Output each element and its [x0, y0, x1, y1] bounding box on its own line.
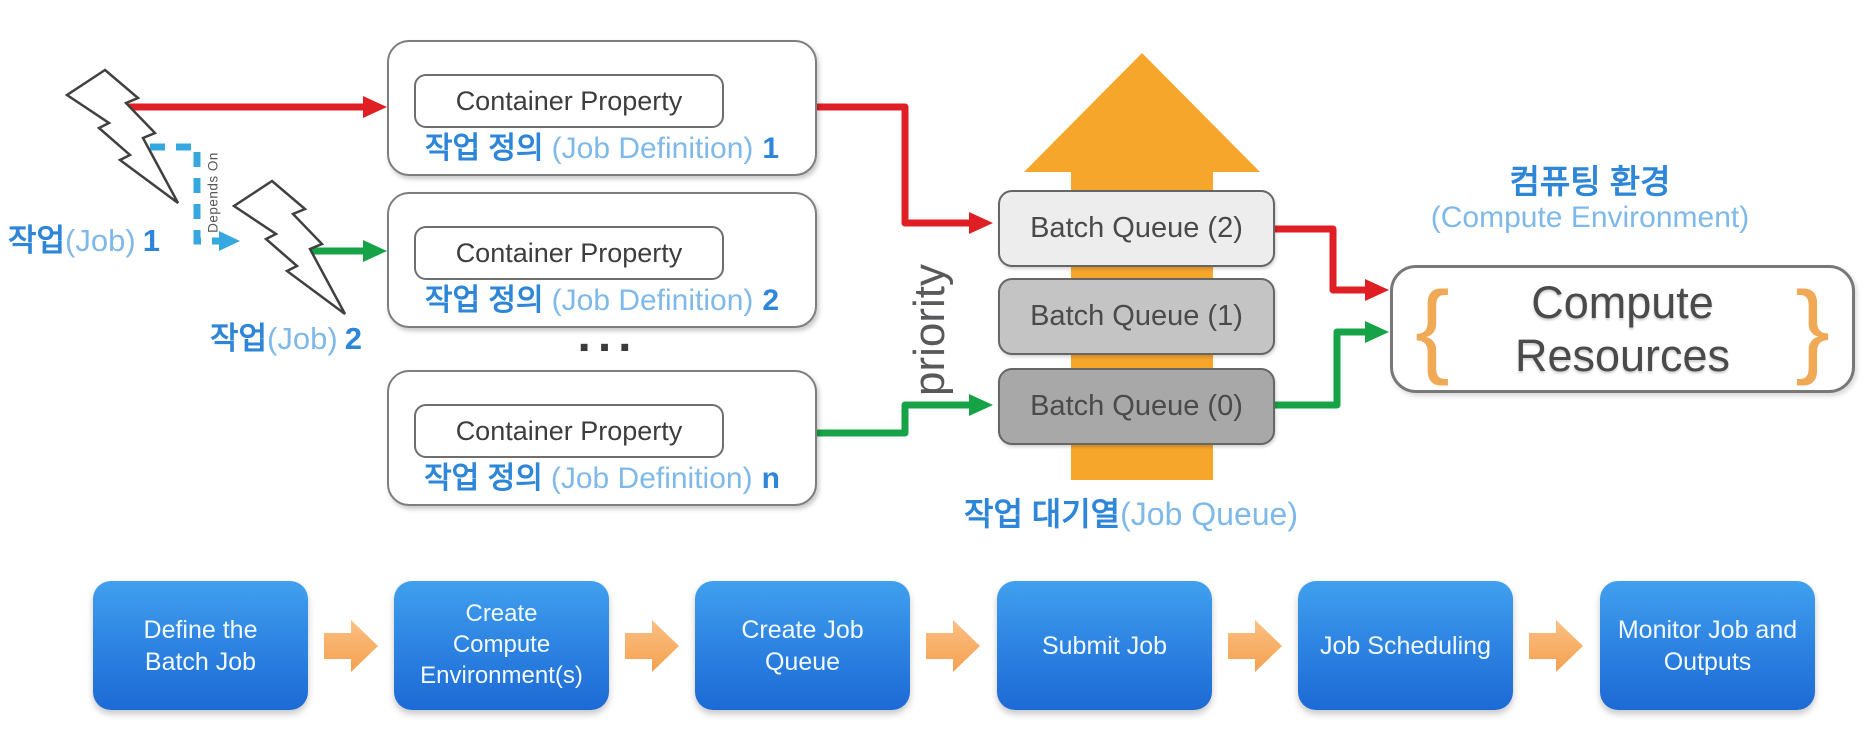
batch-queue-1: Batch Queue (1) [998, 278, 1275, 355]
job-definition-label: 작업 정의(Job Definition)n [389, 453, 815, 497]
job-definition-label: 작업 정의(Job Definition)2 [389, 275, 815, 319]
flow-chevron-icon [1228, 620, 1282, 672]
job1-label-num: 1 [142, 223, 160, 258]
job-definition-box-n: Container Property 작업 정의(Job Definition)… [387, 370, 817, 506]
red-arrow-def1-to-queue2 [813, 103, 993, 234]
depends-on-label: Depends On [205, 152, 221, 233]
job-queue-caption-en: (Job Queue) [1120, 496, 1298, 532]
step-submit-job: Submit Job [997, 581, 1212, 710]
priority-label: priority [905, 263, 954, 397]
red-arrow-queue2-to-compute [1271, 225, 1389, 301]
flow-chevron-icon [926, 620, 980, 672]
job1-label-ko: 작업 [8, 223, 66, 258]
flow-chevron-icon [324, 620, 378, 672]
job-definition-label-en: (Job Definition) [551, 284, 754, 317]
job1-label: 작업(Job)1 [8, 223, 160, 258]
job2-label: 작업(Job)2 [210, 321, 362, 356]
compute-environment-caption: 컴퓨팅 환경 (Compute Environment) [1420, 163, 1760, 235]
lightning-bolt-icon [64, 68, 180, 205]
job-definition-label-ko: 작업 정의 [424, 132, 544, 165]
job1-label-en: (Job) [65, 223, 136, 258]
job-definition-label-num: 2 [762, 284, 780, 317]
compute-environment-caption-ko: 컴퓨팅 환경 [1509, 163, 1671, 200]
job-definition-label-ko: 작업 정의 [424, 284, 544, 317]
job-definition-box-2: Container Property 작업 정의(Job Definition)… [387, 192, 817, 328]
container-property-box: Container Property [414, 226, 724, 280]
step-define-batch-job: Define the Batch Job [93, 581, 308, 710]
compute-resources-label: Compute Resources [1514, 276, 1731, 381]
job-queue-caption-ko: 작업 대기열 [964, 496, 1121, 532]
job2-label-ko: 작업 [210, 321, 268, 356]
compute-resources-box: { Compute Resources } [1390, 265, 1855, 393]
step-job-scheduling: Job Scheduling [1298, 581, 1513, 710]
flow-chevron-icon [1529, 620, 1583, 672]
lightning-bolt-icon [231, 179, 347, 316]
job-definition-label-en: (Job Definition) [551, 132, 754, 165]
step-create-job-queue: Create Job Queue [695, 581, 910, 710]
container-property-box: Container Property [414, 74, 724, 128]
green-arrow-queue0-to-compute [1271, 321, 1389, 409]
job-definition-label-ko: 작업 정의 [424, 462, 543, 495]
job2-label-en: (Job) [267, 321, 338, 356]
job-definitions-ellipsis: ... [577, 309, 639, 362]
container-property-box: Container Property [414, 404, 724, 458]
job2-label-num: 2 [344, 321, 362, 356]
batch-queue-2: Batch Queue (2) [998, 190, 1275, 267]
green-arrow-defn-to-queue0 [813, 394, 993, 437]
job-definition-label-en: (Job Definition) [550, 462, 753, 495]
left-brace-icon: { [1415, 271, 1450, 387]
right-brace-icon: } [1795, 271, 1830, 387]
batch-queue-0: Batch Queue (0) [998, 368, 1275, 445]
job-queue-caption: 작업 대기열(Job Queue) [956, 489, 1306, 535]
job-definition-label: 작업 정의(Job Definition)1 [389, 123, 815, 167]
step-monitor-job-outputs: Monitor Job and Outputs [1600, 581, 1815, 710]
compute-environment-caption-en: (Compute Environment) [1430, 200, 1750, 234]
step-create-compute-environments: Create Compute Environment(s) [394, 581, 609, 710]
job-definition-label-num: 1 [762, 132, 780, 165]
job-definition-label-num: n [761, 462, 780, 495]
job-definition-box-1: Container Property 작업 정의(Job Definition)… [387, 40, 817, 176]
flow-chevron-icon [625, 620, 679, 672]
